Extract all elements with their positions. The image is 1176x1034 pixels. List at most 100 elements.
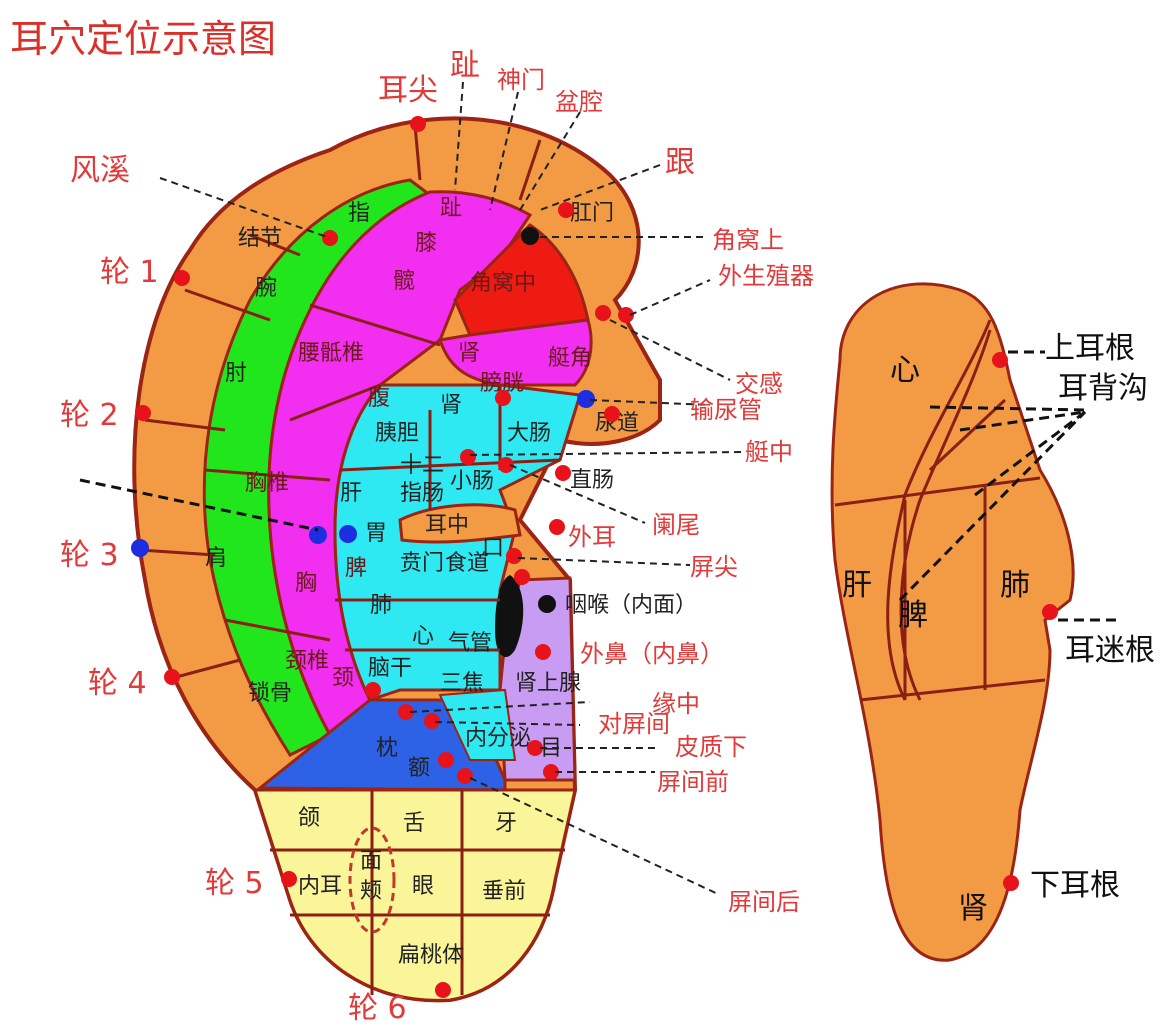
- label-mianjia-a: 面: [360, 849, 382, 874]
- earlobe-grid: [270, 790, 565, 995]
- callout-penqiang: 盆腔: [555, 88, 603, 116]
- leader-lines: [79, 81, 746, 896]
- label-erzhong: 耳中: [425, 513, 469, 538]
- callout-shenmen: 神门: [497, 66, 545, 94]
- callout-lanwei: 阑尾: [652, 511, 700, 539]
- front-callouts: 耳尖 趾 神门 盆腔 跟 风溪 轮 1 轮 2 轮 3 轮 4 轮 5 轮 6 …: [60, 48, 814, 1026]
- label-suogu: 锁骨: [248, 681, 292, 706]
- helix-crus: [398, 503, 522, 544]
- label-tinjiao: 艇角: [548, 346, 592, 371]
- back-label-ermigen: 耳迷根: [1065, 633, 1155, 668]
- label-muhe: 目: [540, 736, 562, 761]
- back-label-erbeigou: 耳背沟: [1058, 371, 1148, 406]
- label-zhen: 枕: [376, 736, 398, 761]
- label-biantaoti: 扁桃体: [398, 943, 464, 968]
- callout-lun6: 轮 6: [348, 991, 407, 1026]
- label-jiejie: 结节: [238, 226, 282, 251]
- callout-lun1: 轮 1: [100, 255, 159, 290]
- callout-jiaowoshang: 角窝上: [712, 226, 784, 254]
- callout-waibi: 外鼻（内鼻）: [580, 640, 724, 668]
- callout-waier: 外耳: [568, 523, 616, 551]
- label-xiongzhui: 胸椎: [245, 471, 289, 496]
- back-label-xin: 心: [890, 353, 920, 388]
- back-label-pi: 脾: [898, 598, 928, 633]
- label-kuan: 髋: [393, 269, 415, 294]
- helix-dividers: [139, 124, 561, 682]
- callout-pizhixia: 皮质下: [675, 733, 747, 761]
- label-fu: 腹: [368, 386, 390, 411]
- label-shierzhichang-b: 指肠: [400, 481, 444, 506]
- callout-jiaogan: 交感: [735, 370, 783, 398]
- callout-yanhou: 咽喉（内面）: [565, 593, 697, 618]
- callout-lun5: 轮 5: [205, 866, 264, 901]
- front-ear: 结节 指 腕 肘 肩 锁骨 膝 趾 髋 腰骶椎 腹 胸椎 胸 颈椎 颈 角窝中 …: [60, 48, 814, 1026]
- back-ear: 心 肝 脾 肺 肾 上耳根 耳背沟 耳迷根 下耳根: [830, 282, 1155, 962]
- callout-lun2: 轮 2: [60, 398, 119, 433]
- callout-erjian: 耳尖: [378, 73, 438, 108]
- back-labels: 心 肝 脾 肺 肾 上耳根 耳背沟 耳迷根 下耳根: [842, 331, 1155, 926]
- label-shen: 肾: [458, 341, 480, 366]
- label-sanjiao: 三焦: [440, 671, 484, 696]
- callout-lun4: 轮 4: [88, 666, 147, 701]
- ear-canal: [495, 575, 524, 658]
- label-yaodizhui: 腰骶椎: [298, 341, 364, 366]
- label-zhi: 指: [348, 201, 370, 226]
- back-label-gan: 肝: [842, 568, 872, 603]
- label-gan: 肝: [340, 481, 362, 506]
- label-yan: 眼: [412, 874, 434, 899]
- label-wei: 胃: [365, 521, 387, 546]
- callout-pingjian: 屏尖: [690, 553, 738, 581]
- label-neier: 内耳: [298, 874, 342, 899]
- callout-duipingjian: 对屏间: [598, 710, 670, 738]
- cymba-upper: [438, 318, 593, 387]
- label-wan: 腕: [255, 276, 277, 301]
- label-kou: 口: [482, 536, 504, 561]
- callout-tingzhong: 艇中: [745, 438, 793, 466]
- label-dachang: 大肠: [507, 421, 551, 446]
- label-qiguan: 气管: [448, 631, 492, 656]
- label-naoxia: 脑干: [368, 656, 412, 681]
- callout-shuniaoguan: 输尿管: [690, 396, 762, 424]
- back-label-shangergen: 上耳根: [1045, 331, 1135, 366]
- label-jing: 颈: [332, 666, 354, 691]
- label-xiaochang: 小肠: [450, 469, 494, 494]
- label-chuiqian: 垂前: [482, 879, 526, 904]
- label-she: 舌: [403, 811, 425, 836]
- callout-waishengzhiqi: 外生殖器: [718, 262, 814, 290]
- label-shangjiaowo: 角窝中: [470, 271, 536, 296]
- front-acupoint-dots: [131, 116, 634, 998]
- label-jian: 肩: [205, 546, 227, 571]
- label-fei: 肺: [370, 593, 392, 618]
- callout-fengxi: 风溪: [70, 153, 130, 188]
- earlobe-region: [252, 788, 577, 1002]
- label-neifenmi: 内分泌: [465, 726, 531, 751]
- label-mianjia-b: 颊: [360, 879, 382, 904]
- callout-pingjianqian: 屏间前: [657, 768, 729, 796]
- label-shierzhichang-a: 十二: [400, 453, 444, 478]
- label-zu: 趾: [440, 196, 462, 221]
- label-jingzhui: 颈椎: [285, 649, 329, 674]
- label-han: 颌: [298, 806, 320, 831]
- label-yidan: 胰胆: [375, 421, 419, 446]
- callout-pingjianhou: 屏间后: [728, 888, 800, 916]
- diagram-title: 耳穴定位示意图: [10, 17, 276, 61]
- label-xi: 膝: [415, 231, 437, 256]
- label-shidao: 食道: [445, 551, 489, 576]
- back-ear-outline: [830, 282, 1075, 962]
- label-zhichang: 直肠: [570, 468, 614, 493]
- label-xiong: 胸: [295, 571, 317, 596]
- label-shenshangxian: 肾上腺: [515, 671, 581, 696]
- back-label-shen: 肾: [958, 891, 988, 926]
- label-e: 额: [408, 756, 430, 781]
- front-region-labels: 结节 指 腕 肘 肩 锁骨 膝 趾 髋 腰骶椎 腹 胸椎 胸 颈椎 颈 角窝中 …: [205, 196, 639, 968]
- label-yachi: 牙: [495, 811, 517, 836]
- back-label-fei: 肺: [1000, 568, 1030, 603]
- callout-gen: 跟: [665, 145, 695, 180]
- label-xin: 心: [412, 624, 434, 649]
- label-ganmen: 肛门: [570, 201, 614, 226]
- label-bendaoshang: 贲门: [400, 551, 444, 576]
- label-zhou: 肘: [225, 361, 247, 386]
- callout-yuanzhong: 缘中: [652, 690, 700, 718]
- callout-lun3: 轮 3: [60, 538, 119, 573]
